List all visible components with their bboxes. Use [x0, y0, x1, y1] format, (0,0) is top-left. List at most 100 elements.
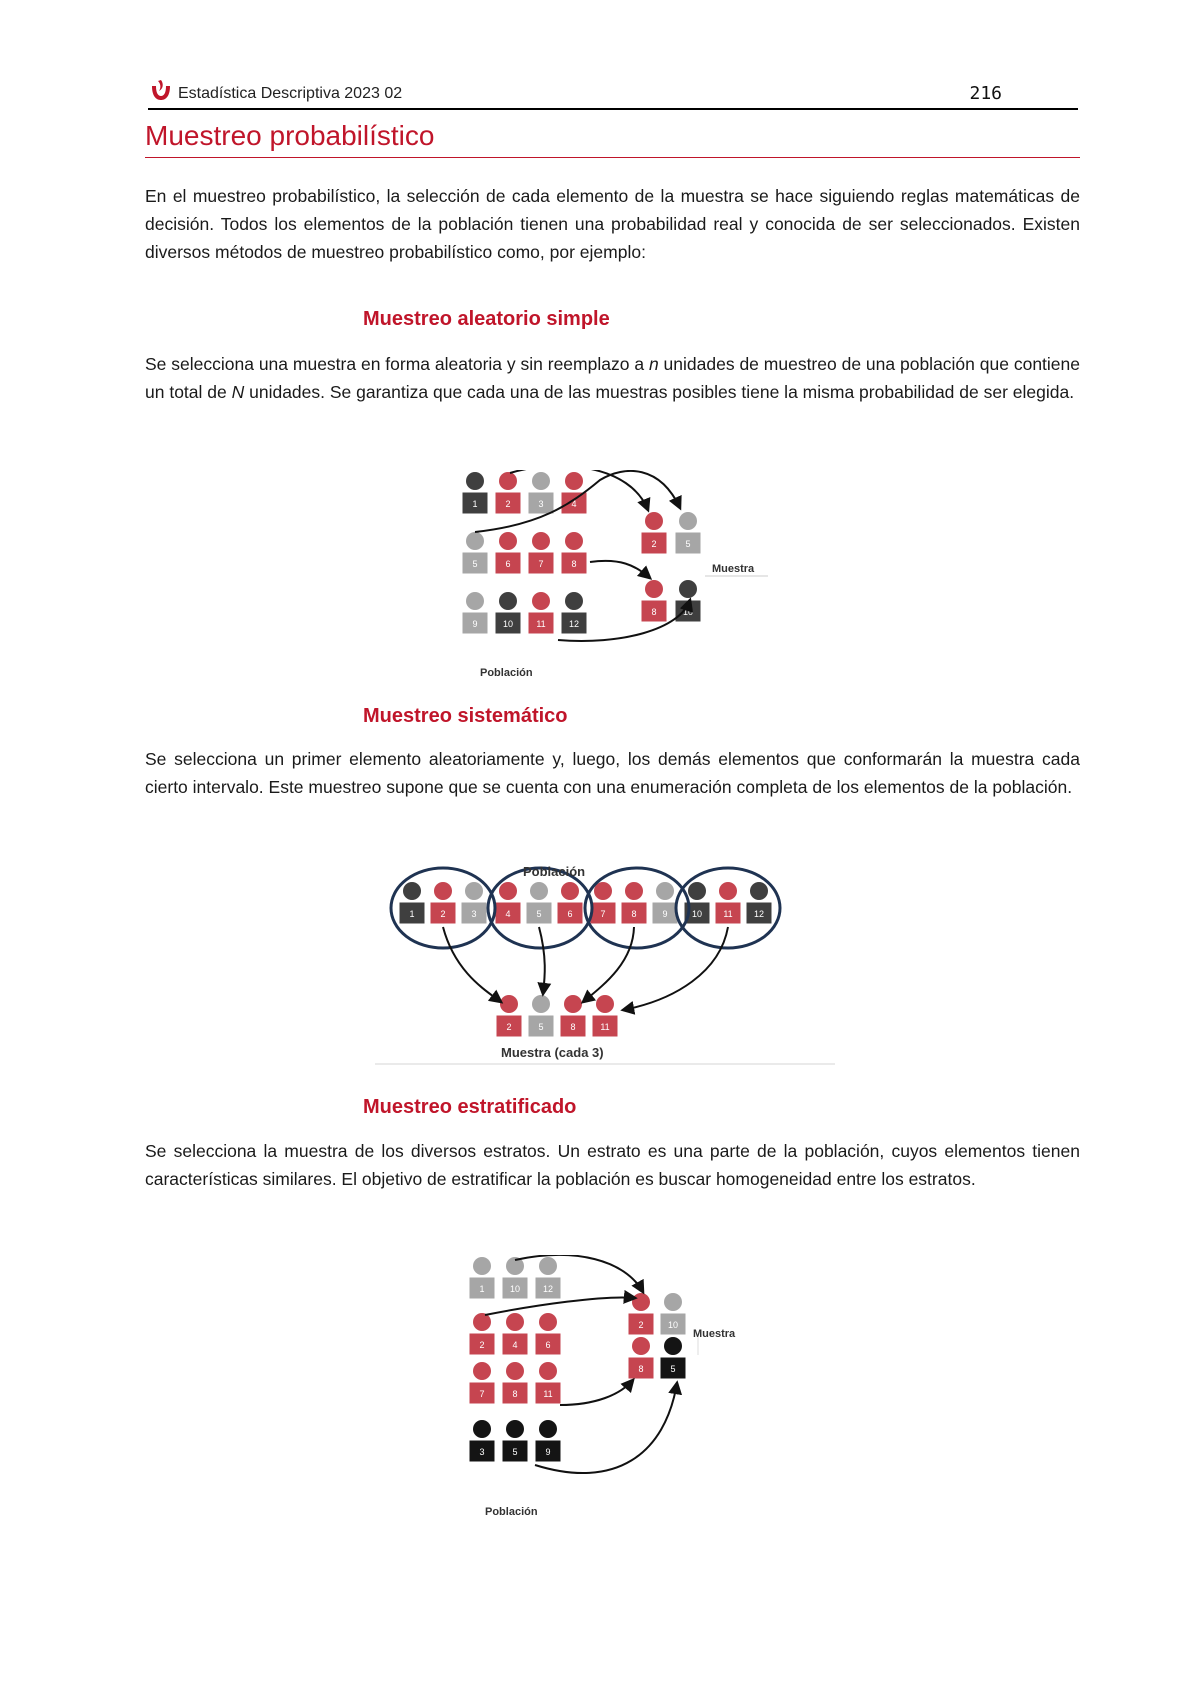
page-number: 216 [969, 83, 1002, 104]
university-logo-icon [152, 80, 170, 100]
person-head-icon [564, 995, 582, 1013]
person-head-icon [466, 532, 484, 550]
interval-ring [486, 866, 594, 950]
intro-paragraph: En el muestreo probabilístico, la selecc… [145, 186, 1080, 262]
person-head-icon [565, 592, 583, 610]
person-body-icon [620, 901, 648, 925]
person-number: 12 [569, 619, 579, 629]
population-person-icon: 7 [527, 532, 555, 575]
person-head-icon [750, 882, 768, 900]
person-number: 5 [685, 539, 690, 549]
person-head-icon [565, 532, 583, 550]
person-body-icon [429, 901, 457, 925]
selection-arrow [620, 926, 729, 1015]
person-number: 8 [570, 1022, 575, 1032]
heading-estratificado: Muestreo estratificado [363, 1096, 577, 1118]
person-number: 8 [631, 909, 636, 919]
person-body-icon [494, 491, 522, 515]
person-head-icon [532, 532, 550, 550]
population-person-icon: 10 [494, 592, 522, 635]
person-head-icon [499, 532, 517, 550]
person-head-icon [466, 592, 484, 610]
selection-arrow [580, 926, 635, 1004]
person-body-icon [683, 901, 711, 925]
person-number: 3 [471, 909, 476, 919]
heading-sistematico: Muestreo sistemático [363, 705, 568, 727]
population-person-icon: 3 [468, 1420, 496, 1463]
person-body-icon [527, 611, 555, 635]
person-body-icon [468, 1276, 496, 1300]
person-head-icon [434, 882, 452, 900]
population-person-icon: 12 [534, 1257, 562, 1300]
person-number: 7 [479, 1389, 484, 1399]
sample-person-icon: 8 [627, 1337, 655, 1380]
person-body-icon [534, 1439, 562, 1463]
sample-person-icon: 5 [527, 995, 555, 1038]
person-body-icon [527, 491, 555, 515]
selection-arrow [514, 1254, 645, 1295]
population-person-icon: 10 [501, 1257, 529, 1300]
person-number: 6 [505, 559, 510, 569]
title-underline [145, 157, 1080, 158]
person-body-icon [461, 551, 489, 575]
population-person-icon: 1 [398, 882, 426, 925]
person-number: 2 [505, 499, 510, 509]
sample-person-icon: 5 [674, 512, 702, 555]
selection-arrow [589, 559, 653, 580]
person-body-icon [501, 1381, 529, 1405]
person-number: 8 [638, 1364, 643, 1374]
person-body-icon [501, 1332, 529, 1356]
person-body-icon [589, 901, 617, 925]
person-number: 10 [668, 1320, 678, 1330]
person-number: 10 [692, 909, 702, 919]
population-person-icon: 12 [560, 592, 588, 635]
person-head-icon [664, 1293, 682, 1311]
sample-person-icon: 5 [659, 1337, 687, 1380]
person-body-icon [560, 491, 588, 515]
population-person-icon: 10 [683, 882, 711, 925]
person-body-icon [559, 1014, 587, 1038]
person-number: 1 [472, 499, 477, 509]
person-head-icon [473, 1313, 491, 1331]
population-person-icon: 9 [461, 592, 489, 635]
person-body-icon [560, 611, 588, 635]
person-number: 11 [600, 1022, 609, 1032]
person-number: 1 [479, 1284, 484, 1294]
population-person-icon: 5 [501, 1420, 529, 1463]
person-number: 5 [538, 1022, 543, 1032]
population-person-icon: 9 [534, 1420, 562, 1463]
course-name: Estadística Descriptiva 2023 02 [178, 85, 403, 102]
population-person-icon: 6 [494, 532, 522, 575]
population-person-icon: 12 [745, 882, 773, 925]
person-number: 3 [479, 1447, 484, 1457]
person-body-icon [495, 1014, 523, 1038]
person-head-icon [499, 592, 517, 610]
selection-arrow [442, 926, 504, 1004]
person-body-icon [461, 491, 489, 515]
person-head-icon [719, 882, 737, 900]
population-person-icon: 8 [620, 882, 648, 925]
population-person-icon: 8 [560, 532, 588, 575]
person-number: 12 [754, 909, 764, 919]
population-person-icon: 5 [525, 882, 553, 925]
person-body-icon [468, 1381, 496, 1405]
page-title: Muestreo probabilístico [145, 120, 435, 151]
person-head-icon [539, 1362, 557, 1380]
person-head-icon [632, 1337, 650, 1355]
person-number: 11 [536, 619, 545, 629]
person-head-icon [473, 1257, 491, 1275]
person-body-icon [398, 901, 426, 925]
person-head-icon [645, 580, 663, 598]
person-number: 5 [472, 559, 477, 569]
interval-ring [674, 866, 782, 950]
sample-person-icon: 8 [559, 995, 587, 1038]
population-person-icon: 11 [534, 1362, 562, 1405]
person-head-icon [506, 1257, 524, 1275]
population-person-icon: 7 [589, 882, 617, 925]
person-head-icon [565, 472, 583, 490]
